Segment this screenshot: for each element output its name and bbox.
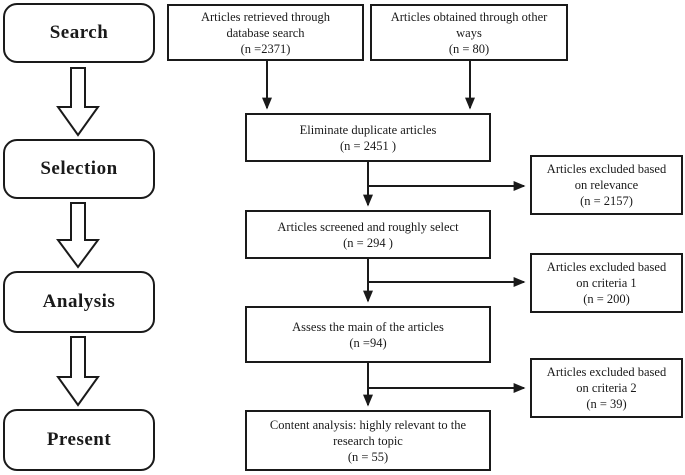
block-arrow-analysis-to-present <box>56 336 100 407</box>
box-text-line: database search <box>226 25 305 40</box>
box-text-line: (n = 200) <box>583 292 630 306</box>
stage-label-selection: Selection <box>40 158 118 179</box>
box-text-line: (n =94) <box>349 335 387 350</box>
box-text-line: (n =2371) <box>240 41 291 56</box>
box-text-line: on relevance <box>574 178 639 192</box>
box-text-line: research topic <box>333 433 403 448</box>
box-text-line: Content analysis: highly relevant to the <box>269 417 467 432</box>
box-text-line: (n = 80) <box>448 41 490 56</box>
box-assess-main: Assess the main of the articles (n =94) <box>245 306 491 363</box>
block-arrow-search-to-selection <box>56 67 100 137</box>
box-text-line: (n = 55) <box>347 449 389 464</box>
stage-label-search: Search <box>49 22 109 43</box>
box-text-line: Articles obtained through other <box>390 9 548 24</box>
box-eliminate-duplicates: Eliminate duplicate articles (n = 2451 ) <box>245 113 491 162</box>
box-database-search: Articles retrieved through database sear… <box>167 4 364 61</box>
stage-box-selection: Selection <box>3 139 155 199</box>
stage-box-search: Search <box>3 3 155 63</box>
box-text-line: Eliminate duplicate articles <box>299 122 437 137</box>
box-screened: Articles screened and roughly select (n … <box>245 210 491 259</box>
box-text-line: (n = 39) <box>586 397 627 411</box>
box-excluded-relevance: Articles excluded based on relevance (n … <box>530 155 683 215</box>
box-text-line: Articles excluded based <box>546 162 667 176</box>
box-excluded-criteria-1: Articles excluded based on criteria 1 (n… <box>530 253 683 313</box>
stage-label-present: Present <box>46 429 112 450</box>
box-text-line: (n = 2157) <box>580 194 633 208</box>
stage-box-present: Present <box>3 409 155 471</box>
box-text-line: Articles excluded based <box>546 260 667 274</box>
box-text-line: (n = 2451 ) <box>340 138 396 153</box>
box-content-analysis: Content analysis: highly relevant to the… <box>245 410 491 471</box>
block-arrow-selection-to-analysis <box>56 202 100 269</box>
box-text-line: on criteria 2 <box>576 381 637 395</box>
box-text-line: Articles excluded based <box>546 365 667 379</box>
box-excluded-criteria-2: Articles excluded based on criteria 2 (n… <box>530 358 683 418</box>
box-text-line: (n = 294 ) <box>343 235 393 250</box>
box-text-line: Articles retrieved through <box>200 9 331 24</box>
box-other-ways: Articles obtained through other ways (n … <box>370 4 568 61</box>
box-text-line: Assess the main of the articles <box>292 319 444 334</box>
stage-box-analysis: Analysis <box>3 271 155 333</box>
stage-label-analysis: Analysis <box>42 291 116 312</box>
box-text-line: Articles screened and roughly select <box>277 219 459 234</box>
box-text-line: ways <box>456 25 482 40</box>
box-text-line: on criteria 1 <box>576 276 637 290</box>
